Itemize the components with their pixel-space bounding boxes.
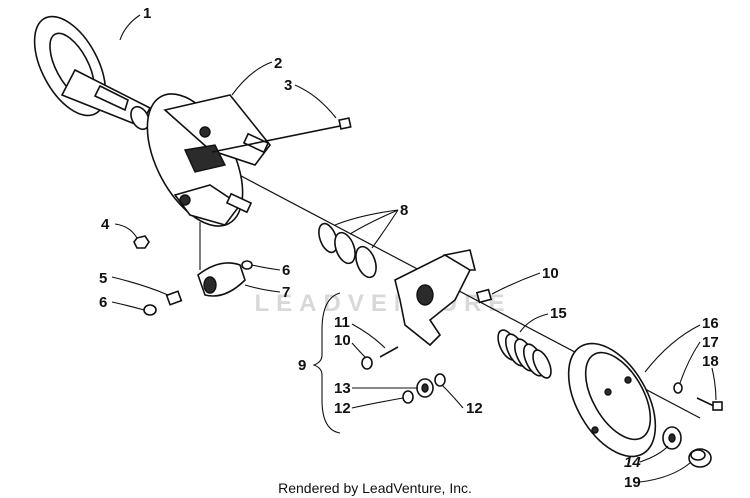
leader-17	[679, 341, 701, 384]
part-6-washer-left	[143, 304, 157, 316]
callout-5: 5	[99, 270, 107, 287]
leader-4	[114, 223, 138, 239]
callout-6-left: 6	[99, 294, 107, 311]
leader-3	[294, 84, 337, 119]
part-14-washer	[662, 426, 682, 450]
part-11-pin	[379, 346, 399, 358]
callout-2: 2	[274, 55, 282, 72]
leader-2	[231, 61, 273, 96]
part-1-sheave	[33, 15, 152, 131]
part-10-nut-left	[361, 356, 373, 370]
part-3-bolt	[211, 117, 352, 153]
part-12-washer-left	[402, 390, 414, 404]
leader-18	[711, 367, 717, 401]
callout-10-left: 10	[334, 332, 351, 349]
leader-19	[639, 462, 691, 483]
callout-16: 16	[702, 315, 719, 332]
callout-6-right: 6	[282, 262, 290, 279]
callout-1: 1	[143, 5, 151, 22]
part-2-housing	[146, 93, 272, 227]
callout-10-right: 10	[542, 265, 559, 282]
watermark-text: LEADVENTURE	[254, 290, 512, 317]
callout-12-right: 12	[466, 400, 483, 417]
callout-8: 8	[400, 202, 408, 219]
callout-18: 18	[702, 353, 719, 370]
part-9-bracket	[312, 292, 341, 434]
callout-13: 13	[334, 380, 351, 397]
callout-3: 3	[284, 77, 292, 94]
callout-17: 17	[702, 334, 719, 351]
leader-12-right	[441, 384, 464, 409]
leader-16	[644, 324, 701, 373]
leader-8c	[371, 209, 399, 249]
leader-10-right	[491, 272, 541, 295]
part-4-nut	[133, 235, 150, 249]
leader-6-right	[251, 264, 281, 271]
callout-9: 9	[298, 357, 306, 374]
leader-8a	[334, 209, 399, 226]
leader-12-left	[351, 397, 404, 409]
part-16-cover-plate	[567, 342, 657, 458]
part-19-cap	[688, 448, 712, 468]
leader-1	[119, 14, 141, 41]
part-17-washer	[673, 382, 683, 394]
leader-11	[351, 323, 386, 349]
callout-15: 15	[550, 305, 567, 322]
footer-credit: Rendered by LeadVenture, Inc.	[278, 480, 472, 496]
callout-4: 4	[101, 216, 110, 233]
part-5-pin	[165, 290, 183, 306]
leader-7	[244, 284, 281, 293]
leader-10-left	[351, 342, 367, 359]
part-7-roller	[197, 262, 246, 297]
leader-6-left	[111, 301, 145, 311]
part-6-washer-right	[241, 260, 253, 270]
callout-14: 14	[624, 454, 641, 471]
leader-8b	[349, 209, 399, 235]
leader-15	[519, 313, 549, 333]
part-18-bolt	[696, 397, 723, 411]
part-13-roller	[416, 378, 434, 398]
leader-14	[639, 445, 669, 463]
part-15-spring	[497, 329, 552, 379]
callout-19: 19	[624, 474, 641, 491]
part-12-washer-right	[434, 373, 446, 387]
callout-7: 7	[282, 284, 290, 301]
spider-assembly	[394, 249, 477, 347]
callout-12-left: 12	[334, 400, 351, 417]
leader-5	[111, 276, 169, 296]
part-10-block-right	[475, 288, 493, 304]
part-8-washers	[318, 222, 377, 279]
callout-11: 11	[334, 314, 350, 331]
